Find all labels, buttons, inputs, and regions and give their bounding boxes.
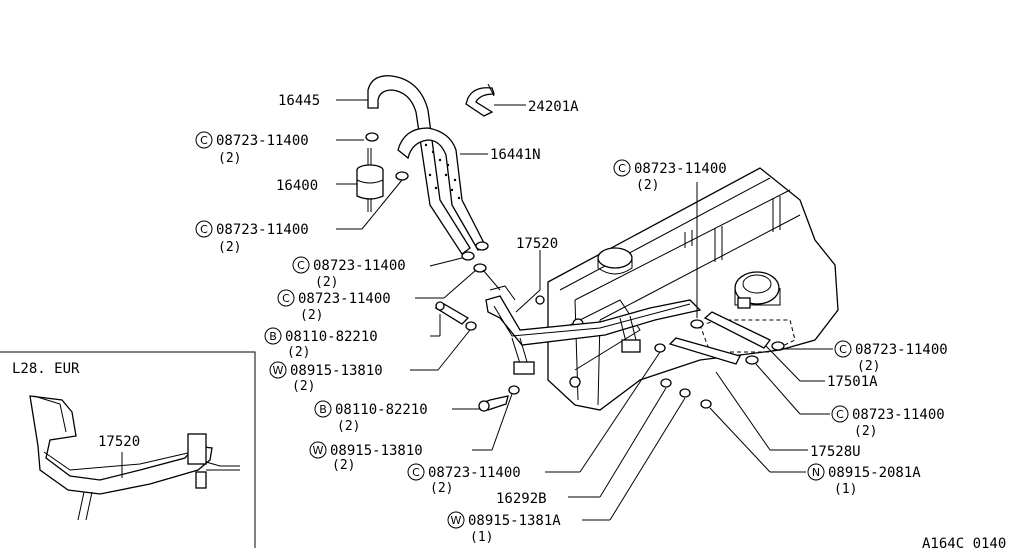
circled-c-icon xyxy=(613,159,631,177)
svg-text:C: C xyxy=(282,292,290,305)
leader-lines xyxy=(336,99,833,521)
fuel-filter-16400 xyxy=(356,148,384,212)
fuel-tube-17520 xyxy=(482,269,702,375)
circled-c-icon xyxy=(277,289,295,307)
callout-08915-1381a: W 08915-1381A (1) xyxy=(447,511,561,545)
callout-08110-82210-a: B 08110-82210 (2) xyxy=(264,327,378,360)
svg-text:B: B xyxy=(269,330,277,343)
svg-text:08723-11400: 08723-11400 xyxy=(428,465,521,481)
hose-16445 xyxy=(367,75,471,255)
circled-n-icon xyxy=(807,463,825,481)
part-16445-label: 16445 xyxy=(278,93,320,109)
inset-part-17520-label: 17520 xyxy=(98,434,140,450)
svg-text:08915-13810: 08915-13810 xyxy=(290,363,383,379)
part-17528u-label: 17528U xyxy=(810,444,861,460)
part-17520-label: 17520 xyxy=(516,236,558,252)
circled-c-icon xyxy=(292,256,310,274)
bolt-icons xyxy=(434,301,509,412)
callout-08915-2081a: N 08915-2081A (1) xyxy=(807,463,921,497)
svg-text:08723-11400: 08723-11400 xyxy=(298,291,391,307)
circled-c-icon xyxy=(195,131,213,149)
svg-text:08915-13810: 08915-13810 xyxy=(330,443,423,459)
svg-text:(2): (2) xyxy=(857,359,880,374)
bracket-24201a xyxy=(465,83,495,117)
hose-16441n xyxy=(397,127,486,251)
svg-text:(2): (2) xyxy=(315,275,338,290)
svg-text:(2): (2) xyxy=(287,345,310,360)
callout-08723-11400-b: C 08723-11400 (2) xyxy=(195,220,309,255)
svg-text:08723-11400: 08723-11400 xyxy=(313,258,406,274)
svg-text:W: W xyxy=(313,444,324,457)
circled-w-icon xyxy=(309,441,327,459)
circled-w-icon xyxy=(447,511,465,529)
part-16441n-label: 16441N xyxy=(490,147,541,163)
washer-icons xyxy=(465,321,712,409)
svg-text:08723-11400: 08723-11400 xyxy=(216,222,309,238)
callout-08723-11400-e: C 08723-11400 (2) xyxy=(613,159,727,193)
svg-text:08723-11400: 08723-11400 xyxy=(634,161,727,177)
callout-08723-11400-h: C 08723-11400 (2) xyxy=(831,405,945,439)
svg-text:08723-11400: 08723-11400 xyxy=(855,342,948,358)
svg-text:C: C xyxy=(200,134,208,147)
svg-text:(2): (2) xyxy=(218,151,241,166)
svg-text:C: C xyxy=(836,408,844,421)
svg-text:(2): (2) xyxy=(337,419,360,434)
part-24201a-label: 24201A xyxy=(528,99,579,115)
svg-text:(2): (2) xyxy=(218,240,241,255)
part-16400-label: 16400 xyxy=(276,178,318,194)
svg-text:(2): (2) xyxy=(636,178,659,193)
callout-08915-13810-b: W 08915-13810 (2) xyxy=(309,441,423,473)
svg-text:08915-1381A: 08915-1381A xyxy=(468,513,561,529)
inset-tube-17520 xyxy=(29,395,240,521)
svg-text:08723-11400: 08723-11400 xyxy=(852,407,945,423)
svg-text:C: C xyxy=(297,259,305,272)
svg-text:W: W xyxy=(273,364,284,377)
svg-text:(1): (1) xyxy=(470,530,493,545)
callout-08110-82210-b: B 08110-82210 (2) xyxy=(314,400,428,434)
svg-text:C: C xyxy=(412,466,420,479)
part-16292b-label: 16292B xyxy=(496,491,547,507)
hose-17528u xyxy=(668,337,741,365)
callout-08723-11400-d: C 08723-11400 (2) xyxy=(277,289,391,323)
circled-c-icon xyxy=(407,463,425,481)
svg-text:W: W xyxy=(451,514,462,527)
svg-text:C: C xyxy=(618,162,626,175)
svg-text:(2): (2) xyxy=(854,424,877,439)
engine-cylinder-head xyxy=(535,167,839,411)
svg-text:N: N xyxy=(812,466,820,479)
svg-text:(2): (2) xyxy=(300,308,323,323)
hose-17501a xyxy=(703,311,771,349)
circled-c-icon xyxy=(195,220,213,238)
callout-08723-11400-c: C 08723-11400 (2) xyxy=(292,256,406,290)
svg-text:(1): (1) xyxy=(834,482,857,497)
circled-b-icon xyxy=(264,327,282,345)
svg-text:C: C xyxy=(200,223,208,236)
circled-b-icon xyxy=(314,400,332,418)
svg-text:08723-11400: 08723-11400 xyxy=(216,133,309,149)
circled-w-icon xyxy=(269,361,287,379)
svg-text:(2): (2) xyxy=(430,481,453,496)
svg-text:08110-82210: 08110-82210 xyxy=(285,329,378,345)
callout-08723-11400-f: C 08723-11400 (2) xyxy=(407,463,521,496)
svg-text:B: B xyxy=(319,403,327,416)
inset-panel: L28. EUR 17520 xyxy=(0,351,256,548)
part-17501a-label: 17501A xyxy=(827,374,878,390)
svg-text:08915-2081A: 08915-2081A xyxy=(828,465,921,481)
circled-c-icon xyxy=(831,405,849,423)
callout-08723-11400-a: C 08723-11400 (2) xyxy=(195,131,309,166)
diagram-id: A164C 0140 xyxy=(922,536,1006,552)
callout-08723-11400-g: C 08723-11400 (2) xyxy=(834,340,948,374)
callout-08915-13810-a: W 08915-13810 (2) xyxy=(269,361,383,394)
inset-label: L28. EUR xyxy=(12,361,80,377)
svg-text:08110-82210: 08110-82210 xyxy=(335,402,428,418)
svg-text:C: C xyxy=(839,343,847,356)
circled-c-icon xyxy=(834,340,852,358)
svg-text:(2): (2) xyxy=(292,379,315,394)
svg-text:(2): (2) xyxy=(332,458,355,473)
